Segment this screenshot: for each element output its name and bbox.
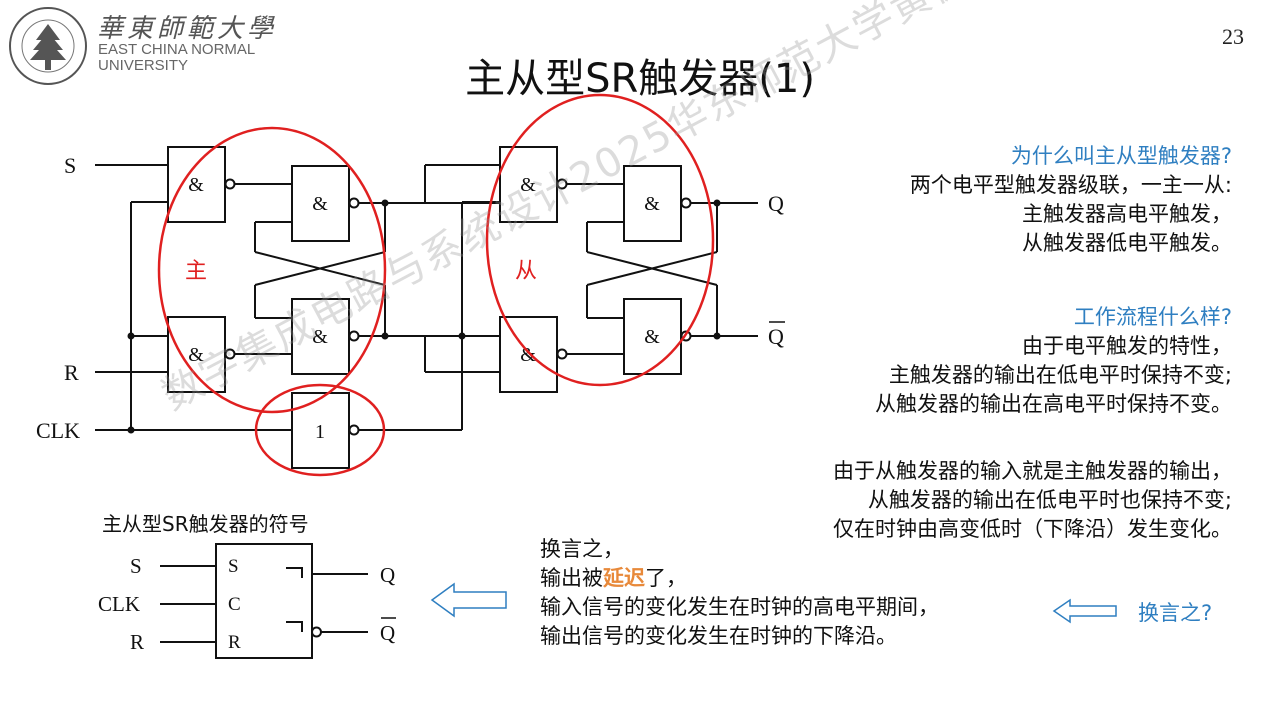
answer-1-line-3: 从触发器低电平触发。 <box>1022 231 1232 255</box>
label-input-r: R <box>64 360 79 385</box>
label-gate-master-latch-bot: & <box>312 326 328 348</box>
label-input-s: S <box>64 153 76 178</box>
slave-circle <box>485 93 715 387</box>
label-gate-slave-latch-bot: & <box>644 326 660 348</box>
label-gate-master-s: & <box>188 174 204 196</box>
conclusion-line-4: 输出信号的变化发生在时钟的下降沿。 <box>540 624 897 648</box>
symbol-pin-s: S <box>130 554 142 578</box>
flipflop-symbol: S CLK R S C R Q Q <box>98 543 396 659</box>
conclusion-line-2-pre: 输出被 <box>540 566 603 590</box>
page-number: 23 <box>1222 24 1244 49</box>
master-label: 主 <box>185 259 207 284</box>
qa-block-1: 为什么叫主从型触发器? 两个电平型触发器级联，一主一从: 主触发器高电平触发， … <box>910 142 1232 258</box>
conclusion-line-2-post: 了， <box>645 566 687 590</box>
qa-block-3: 由于从触发器的输入就是主触发器的输出， 从触发器的输出在低电平时也保持不变; 仅… <box>833 457 1232 544</box>
label-gate-slave-r: & <box>520 344 536 366</box>
symbol-out-q: Q <box>380 563 395 587</box>
symbol-inner-c: C <box>228 594 241 615</box>
label-gate-master-latch-top: & <box>312 193 328 215</box>
question-why-master-slave: 为什么叫主从型触发器? <box>1010 144 1232 168</box>
answer-3-line-2: 从触发器的输出在低电平时也保持不变; <box>867 488 1232 512</box>
logo-english-line2: UNIVERSITY <box>98 57 189 74</box>
conclusion-line-2: 输出被延迟了， <box>540 564 939 593</box>
logo-chinese: 華東師範大學 <box>97 14 278 44</box>
slave-label: 从 <box>515 259 537 284</box>
answer-2-line-1: 由于电平触发的特性， <box>1022 334 1232 358</box>
label-input-clk: CLK <box>36 418 80 443</box>
conclusion-line-1: 换言之， <box>540 537 624 561</box>
answer-1-line-1: 两个电平型触发器级联，一主一从: <box>909 173 1232 197</box>
master-circle <box>157 126 387 414</box>
question-in-other-words: 换言之? <box>1138 601 1213 625</box>
highlight-delay: 延迟 <box>603 566 645 590</box>
answer-2-line-3: 从触发器的输出在高电平时保持不变。 <box>875 392 1232 416</box>
symbol-title: 主从型SR触发器的符号 <box>102 512 309 536</box>
symbol-pin-r: R <box>130 630 144 654</box>
not-gate-circle <box>254 383 386 477</box>
logo-english-line1: EAST CHINA NORMAL <box>98 41 256 58</box>
arrow-left-small-icon <box>1052 598 1117 624</box>
qa-block-2: 工作流程什么样? 由于电平触发的特性， 主触发器的输出在低电平时保持不变; 从触… <box>875 303 1232 419</box>
label-gate-not: 1 <box>315 421 325 443</box>
answer-1-line-2: 主触发器高电平触发， <box>1022 202 1232 226</box>
slide-title: 主从型SR触发器(1) <box>465 56 815 102</box>
answer-3-line-1: 由于从触发器的输入就是主触发器的输出， <box>833 459 1232 483</box>
conclusion-block: 换言之， 输出被延迟了， 输入信号的变化发生在时钟的高电平期间， 输出信号的变化… <box>540 535 939 651</box>
label-gate-slave-latch-top: & <box>644 193 660 215</box>
symbol-pin-clk: CLK <box>98 592 140 616</box>
label-gate-master-r: & <box>188 344 204 366</box>
label-gate-slave-s: & <box>520 174 536 196</box>
symbol-out-qbar: Q <box>380 621 395 645</box>
conclusion-line-3: 输入信号的变化发生在时钟的高电平期间， <box>540 595 939 619</box>
symbol-inner-r: R <box>228 632 241 653</box>
arrow-left-icon <box>430 582 507 618</box>
answer-2-line-2: 主触发器的输出在低电平时保持不变; <box>888 363 1232 387</box>
symbol-inner-s: S <box>228 556 239 577</box>
master-slave-circuit: & & & & & & & & 1 S R CLK Q Q 主 从 <box>36 93 785 477</box>
question-workflow: 工作流程什么样? <box>1073 305 1232 329</box>
university-logo-icon <box>9 7 87 85</box>
logo-english: EAST CHINA NORMAL UNIVERSITY <box>98 42 255 74</box>
answer-3-line-3: 仅在时钟由高变低时（下降沿）发生变化。 <box>833 517 1232 541</box>
label-output-q: Q <box>768 191 784 216</box>
label-output-qbar: Q <box>768 324 784 349</box>
